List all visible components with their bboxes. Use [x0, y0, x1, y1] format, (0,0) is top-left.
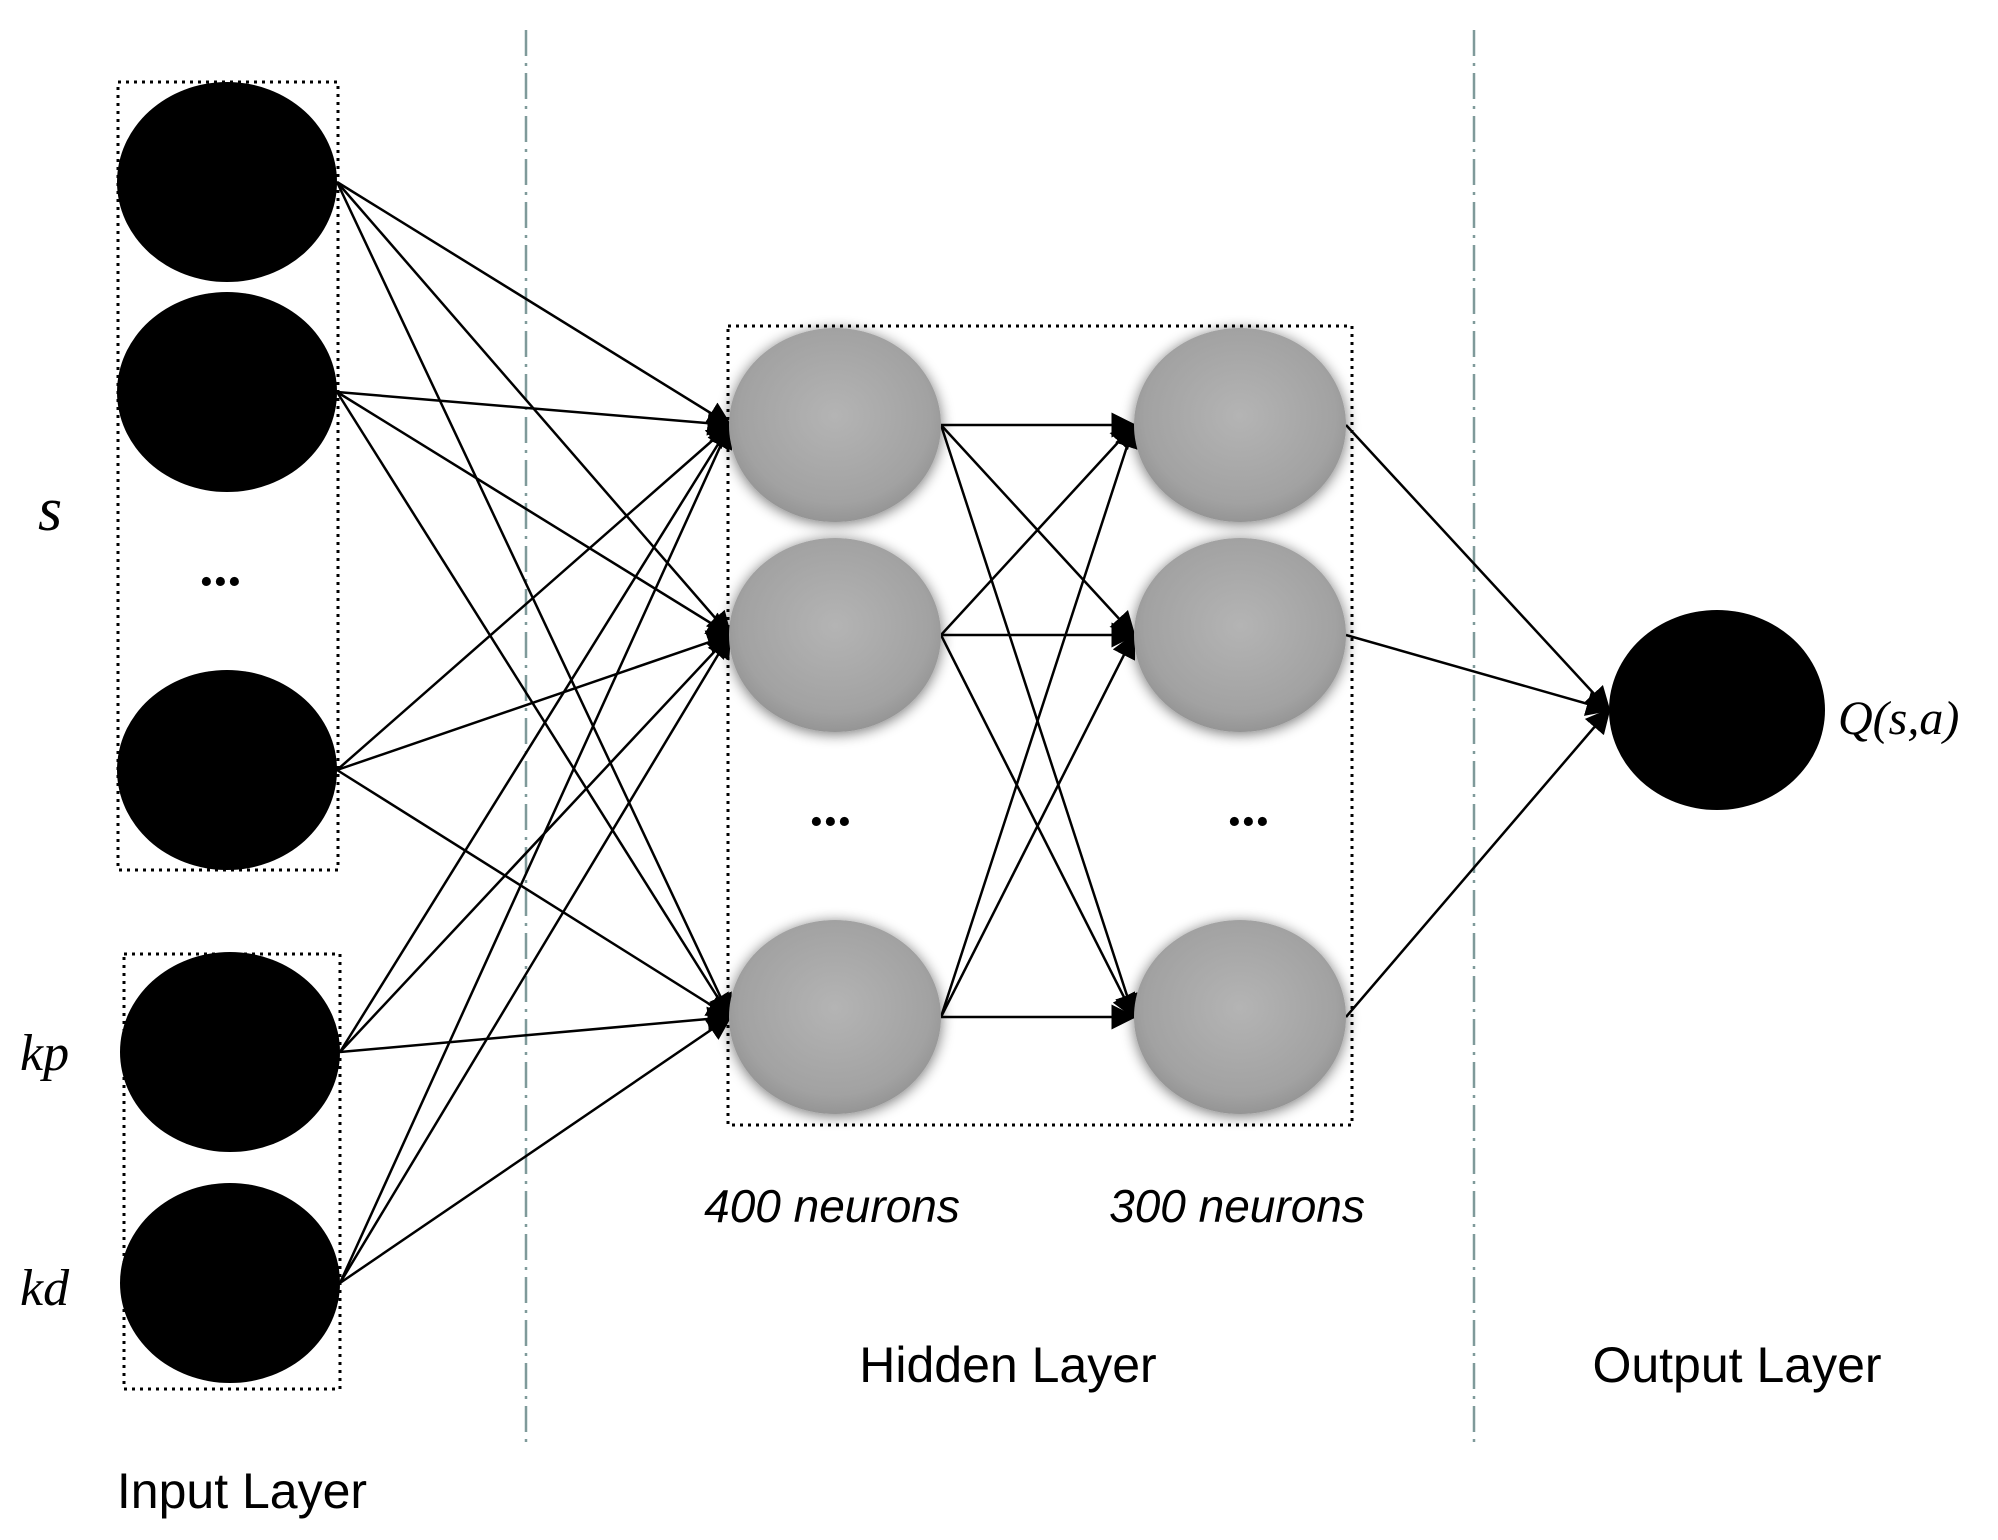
input-node-s1	[117, 82, 337, 282]
edge-input-1-hidden1-1	[336, 390, 733, 637]
edge-input-4-hidden1-0	[338, 422, 733, 1284]
input-nodes	[117, 82, 340, 1383]
edge-hidden2-2-output	[1345, 708, 1611, 1018]
hidden2-node-1	[1134, 328, 1346, 522]
hidden-layer-title: Hidden Layer	[859, 1337, 1156, 1393]
edge-hidden2-1-output	[1345, 633, 1612, 716]
edge-input-1-hidden1-0	[336, 390, 733, 436]
hidden2-caption: 300 neurons	[1109, 1180, 1365, 1232]
edge-input-2-hidden1-0	[336, 423, 732, 771]
hidden1-caption: 400 neurons	[704, 1180, 960, 1232]
hidden2-ellipsis: ···	[1227, 791, 1269, 853]
hidden-nodes	[729, 328, 1346, 1114]
input-ellipsis: ···	[199, 551, 241, 613]
edge-input-0-hidden1-2	[335, 181, 732, 1020]
edge-input-2-hidden1-2	[336, 768, 733, 1019]
gain-input-group-box	[122, 952, 342, 1391]
edge-hidden1-2-hidden2-1	[939, 632, 1136, 1018]
edge-input-4-hidden1-2	[339, 1015, 733, 1285]
connections	[335, 180, 1612, 1285]
input-layer-title: Input Layer	[117, 1463, 367, 1519]
output-layer-title: Output Layer	[1592, 1337, 1881, 1393]
kp-input-label: kp	[20, 1025, 69, 1082]
edge-input-3-hidden1-0	[338, 422, 732, 1053]
input-node-kp	[120, 952, 340, 1152]
edge-input-1-hidden1-2	[335, 391, 732, 1020]
output-node	[1609, 610, 1825, 810]
edge-input-3-hidden1-2	[339, 1006, 733, 1054]
output-label: Q(s,a)	[1838, 692, 1959, 745]
hidden-group-box	[726, 324, 1354, 1127]
kd-input-label: kd	[20, 1260, 70, 1317]
edge-input-0-hidden1-0	[336, 180, 733, 427]
hidden1-ellipsis: ···	[809, 791, 851, 853]
edge-hidden1-1-hidden2-0	[940, 423, 1136, 636]
input-node-kd	[120, 1183, 340, 1383]
edge-hidden2-0-output	[1345, 424, 1611, 712]
hidden2-node-n	[1134, 920, 1346, 1114]
hidden1-node-1	[729, 328, 941, 522]
edge-input-2-hidden1-1	[336, 630, 733, 772]
edge-input-4-hidden1-1	[338, 632, 732, 1284]
hidden1-node-n	[729, 920, 941, 1114]
input-node-sn	[117, 670, 337, 870]
hidden2-node-2	[1134, 538, 1346, 732]
edge-input-3-hidden1-1	[339, 633, 732, 1053]
state-input-label: s	[38, 476, 62, 544]
hidden1-node-2	[729, 538, 941, 732]
edge-hidden1-2-hidden2-0	[939, 422, 1139, 1018]
input-node-s2	[117, 292, 337, 492]
